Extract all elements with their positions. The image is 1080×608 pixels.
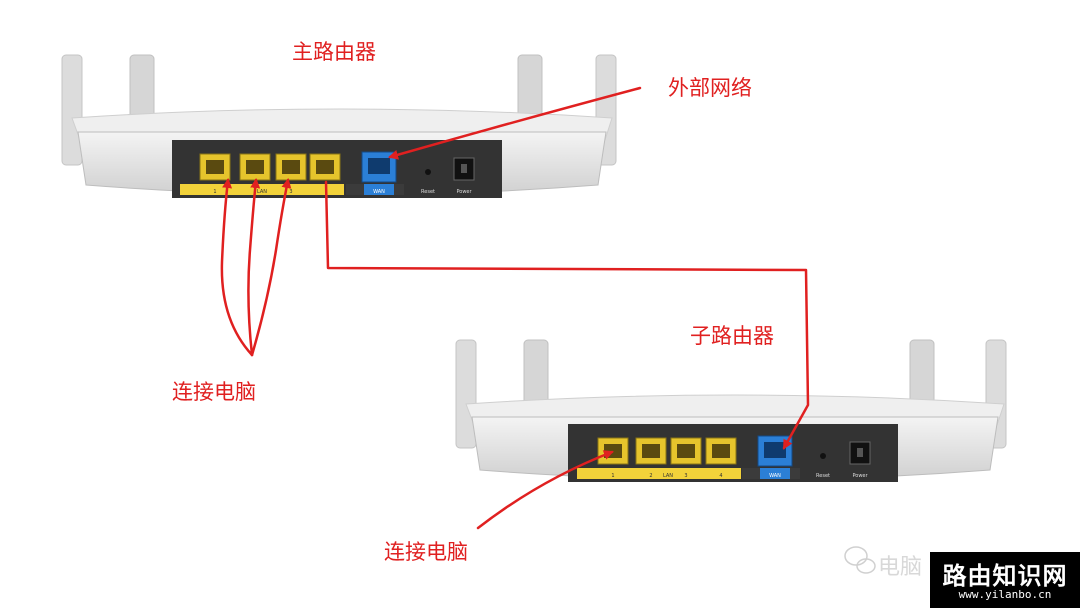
power-label: Power [456,189,472,195]
external-network-arrow [388,86,642,160]
reset-label: Reset [421,189,435,195]
sub-router: 1 2 LAN 3 4 WAN Reset Power [455,339,1007,482]
lan-label: LAN [663,473,673,479]
connect-pc-label: 连接电脑 [172,380,256,404]
wechat-icon [844,546,876,574]
lan-number: 3 [289,189,292,195]
brand-url: www.yilanbo.cn [958,588,1052,601]
connect-pc-label: 连接电脑 [384,540,468,564]
lan-number: 4 [719,473,722,479]
lan-number: 3 [684,473,687,479]
watermark-text: 电脑 [878,555,923,580]
sub-pc-arrow [476,450,614,530]
lan-number: 1 [611,473,614,479]
lan-number: 2 [649,473,652,479]
pc-cable-2 [247,178,261,357]
main-router-label: 主路由器 [292,40,376,64]
pc-cable-3 [250,178,292,357]
sub-router-label: 子路由器 [690,324,774,348]
lan-ports [199,153,341,181]
main-router: 1 LAN 3 WAN Reset Power [61,54,617,198]
lan-label: LAN [257,189,267,195]
reset-label: Reset [816,473,830,479]
antenna [455,339,477,449]
reset-button [425,169,431,175]
external-network-label: 外部网络 [668,76,752,100]
brand-name: 路由知识网 [942,562,1068,590]
lan-port [635,437,667,465]
lan-number: 1 [213,189,216,195]
power-label: Power [852,473,868,479]
wan-label: WAN [769,473,781,479]
wan-label: WAN [373,189,385,195]
lan-ports [597,437,737,465]
antenna [61,54,83,166]
brand-watermark: 路由知识网 www.yilanbo.cn [930,552,1080,608]
inter-router-cable [324,180,810,450]
reset-button [820,453,826,459]
pc-cable-1 [220,178,254,357]
